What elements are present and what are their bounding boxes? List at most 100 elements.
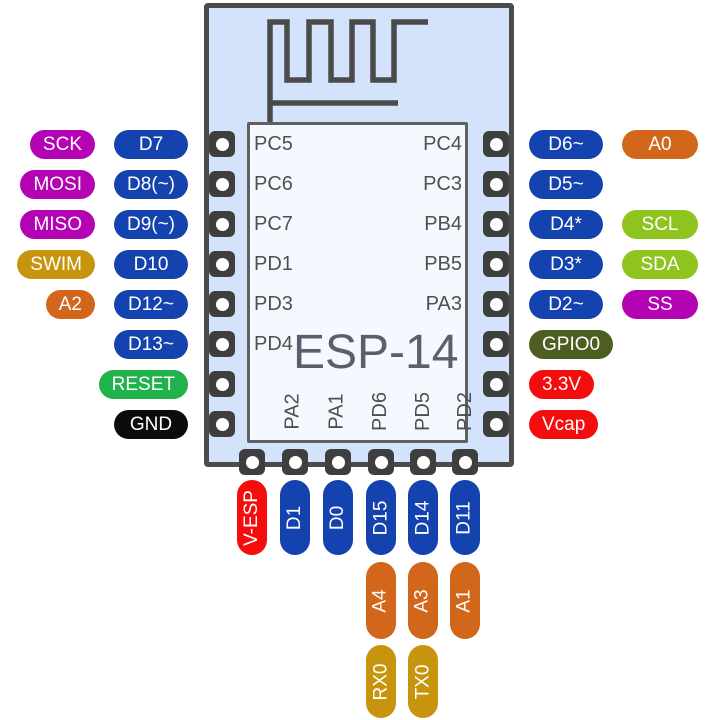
chip-pin-label: PD1 — [254, 253, 293, 275]
pin-row-d10: SWIM D10 — [0, 250, 188, 279]
pin-row-d5: D5~ — [529, 170, 720, 199]
pad-right-5 — [483, 291, 509, 317]
pad-left-6 — [209, 331, 235, 357]
pad-hole — [215, 377, 229, 391]
pad-hole — [215, 217, 229, 231]
pill-d5: D5~ — [529, 170, 603, 199]
pad-hole — [215, 417, 229, 431]
chip-pin-label: PB4 — [424, 213, 462, 235]
pad-hole — [489, 417, 503, 431]
pad-hole — [215, 177, 229, 191]
pill-3v3: 3.3V — [529, 370, 595, 399]
pad-hole — [416, 455, 430, 469]
pin-row-d12: A2 D12~ — [0, 290, 188, 319]
pill-vcap: Vcap — [529, 410, 599, 439]
pill-sck: SCK — [29, 130, 95, 159]
pin-row-d2: D2~ SS — [529, 290, 720, 319]
pad-left-3 — [209, 211, 235, 237]
pill-a2: A2 — [45, 290, 95, 319]
pad-hole — [489, 177, 503, 191]
pill-gpio0: GPIO0 — [529, 330, 614, 359]
pad-hole — [215, 337, 229, 351]
pad-hole — [245, 455, 259, 469]
pad-hole — [458, 455, 472, 469]
pill-rx0: RX0 — [366, 645, 396, 718]
pad-hole — [489, 137, 503, 151]
pad-hole — [489, 257, 503, 271]
pad-bottom-2 — [282, 449, 308, 475]
pill-d3: D3* — [529, 250, 603, 279]
pill-mosi: MOSI — [20, 170, 95, 199]
pad-hole — [489, 217, 503, 231]
chip-pin-label: PC4 — [423, 133, 462, 155]
pill-sda: SDA — [622, 250, 698, 279]
pill-swim: SWIM — [17, 250, 95, 279]
pad-right-4 — [483, 251, 509, 277]
pad-bottom-1 — [239, 449, 265, 475]
pad-right-1 — [483, 131, 509, 157]
pin-row-d13: D13~ — [0, 330, 188, 359]
pill-a0: A0 — [622, 130, 698, 159]
pill-d9: D9(~) — [114, 210, 188, 239]
pill-a3: A3 — [408, 562, 438, 639]
pin-row-d9: MISO D9(~) — [0, 210, 188, 239]
pin-row-gnd: GND — [0, 410, 188, 439]
pin-row-3v3: 3.3V — [529, 370, 720, 399]
pill-reset: RESET — [98, 370, 188, 399]
chip-pin-label: PC3 — [423, 173, 462, 195]
pin-row-d6: D6~ A0 — [529, 130, 720, 159]
chip-pin-label: PC6 — [254, 173, 293, 195]
chip-title: ESP-14 — [293, 326, 459, 379]
pad-right-3 — [483, 211, 509, 237]
pad-hole — [215, 257, 229, 271]
pill-gnd: GND — [114, 410, 188, 439]
chip-pin-label: PC7 — [254, 213, 293, 235]
pin-row-vcap: Vcap — [529, 410, 720, 439]
pad-left-1 — [209, 131, 235, 157]
pad-right-7 — [483, 371, 509, 397]
pill-d11: D11 — [450, 480, 480, 555]
pad-hole — [288, 455, 302, 469]
pin-row-d4: D4* SCL — [529, 210, 720, 239]
pill-d0: D0 — [323, 480, 353, 555]
pad-hole — [331, 455, 345, 469]
pill-d7: D7 — [114, 130, 188, 159]
chip-pin-label: PD2 — [453, 391, 476, 431]
chip-pin-label: PB5 — [424, 253, 462, 275]
pad-hole — [215, 137, 229, 151]
pad-right-6 — [483, 331, 509, 357]
pill-d14: D14 — [408, 480, 438, 555]
chip-pin-label: PD3 — [254, 293, 293, 315]
pad-hole — [489, 337, 503, 351]
chip-pin-label: PD4 — [254, 333, 293, 355]
chip-pin-label: PA3 — [425, 293, 462, 315]
pill-d6: D6~ — [529, 130, 603, 159]
chip-body — [247, 122, 468, 443]
pad-bottom-5 — [410, 449, 436, 475]
chip-pin-label: PC5 — [254, 133, 293, 155]
pill-d1: D1 — [280, 480, 310, 555]
pad-hole — [215, 297, 229, 311]
pad-bottom-6 — [452, 449, 478, 475]
pad-right-8 — [483, 411, 509, 437]
pill-a4: A4 — [366, 562, 396, 639]
pill-d12: D12~ — [114, 290, 188, 319]
pill-d15: D15 — [366, 480, 396, 555]
pad-hole — [374, 455, 388, 469]
pill-d10: D10 — [114, 250, 188, 279]
pad-bottom-3 — [325, 449, 351, 475]
pill-tx0: TX0 — [408, 645, 438, 718]
pad-bottom-4 — [368, 449, 394, 475]
pad-right-2 — [483, 171, 509, 197]
pill-d13: D13~ — [114, 330, 188, 359]
pill-d2: D2~ — [529, 290, 603, 319]
pill-ss: SS — [622, 290, 698, 319]
pad-left-5 — [209, 291, 235, 317]
pill-d4: D4* — [529, 210, 603, 239]
pill-a1: A1 — [450, 562, 480, 639]
pad-hole — [489, 377, 503, 391]
pin-row-reset: RESET — [0, 370, 188, 399]
pin-row-d3: D3* SDA — [529, 250, 720, 279]
pin-row-gpio0: GPIO0 — [529, 330, 720, 359]
